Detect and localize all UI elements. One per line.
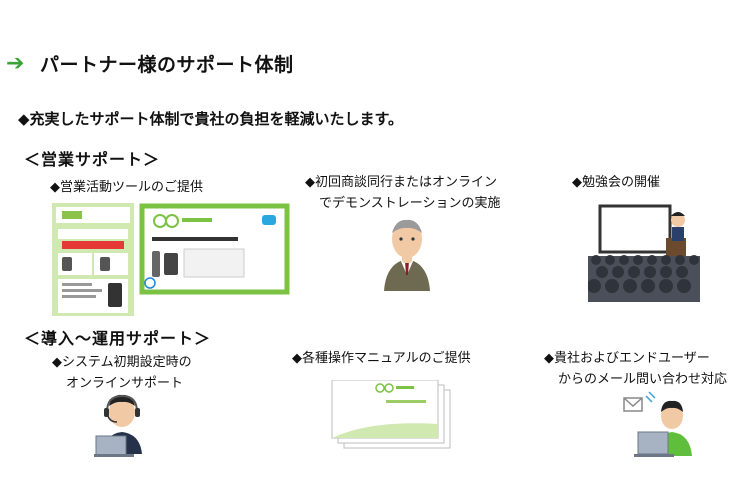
ops-item-email: ◆貴社およびエンドユーザー からのメール問い合わせ対応 <box>544 348 727 390</box>
slide-header: ➔ パートナー様のサポート体制 <box>6 50 294 77</box>
item-text: ◆各種操作マニュアルのご提供 <box>292 351 471 366</box>
manual-stack-image <box>331 380 451 449</box>
sales-item-seminar: ◆勉強会の開催 <box>572 172 660 193</box>
lead-text: ◆充実したサポート体制で貴社の負担を軽減いたします。 <box>18 110 404 128</box>
item-text: ◆初回商談同行またはオンライン <box>305 175 497 190</box>
slide-title: パートナー様のサポート体制 <box>40 54 294 76</box>
presenter-image <box>384 219 430 291</box>
ops-item-setup: ◆システム初期設定時の オンラインサポート <box>52 352 192 394</box>
arrow-right-icon: ➔ <box>6 51 25 76</box>
item-text: ◆勉強会の開催 <box>572 175 660 190</box>
item-text-2: でデモンストレーションの実施 <box>319 196 501 211</box>
brochure-image <box>52 203 290 316</box>
ops-item-manual: ◆各種操作マニュアルのご提供 <box>292 348 471 369</box>
sales-item-demo: ◆初回商談同行またはオンライン でデモンストレーションの実施 <box>305 172 500 214</box>
item-text: ◆システム初期設定時の <box>52 355 192 370</box>
section-ops-label: ＜導入～運用サポート＞ <box>24 329 212 348</box>
seminar-image <box>588 204 700 302</box>
item-text-2: からのメール問い合わせ対応 <box>558 372 728 387</box>
item-text: ◆営業活動ツールのご提供 <box>50 180 203 195</box>
item-text-2: オンラインサポート <box>66 376 184 391</box>
headset-operator-image <box>94 394 142 457</box>
section-sales-label: ＜営業サポート＞ <box>24 150 161 169</box>
sales-item-tools: ◆営業活動ツールのご提供 <box>50 177 203 198</box>
item-text: ◆貴社およびエンドユーザー <box>544 351 710 366</box>
email-user-image <box>623 391 692 457</box>
